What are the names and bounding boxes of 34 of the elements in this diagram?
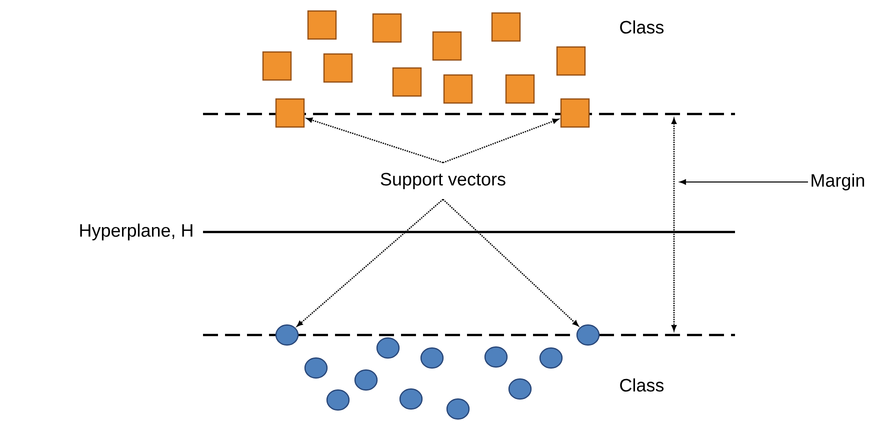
data-circle [354, 369, 378, 391]
text-label: Margin [812, 174, 864, 190]
data-square [505, 74, 535, 104]
pointer-arrow [306, 118, 444, 164]
pointer-arrow [442, 118, 559, 164]
data-square [443, 74, 473, 104]
text-label: Hyperplane, H [80, 224, 192, 240]
text-label: Class [620, 378, 664, 392]
pointer-arrow [442, 198, 579, 326]
data-square [275, 98, 305, 128]
data-circle [576, 324, 600, 346]
data-square [392, 67, 422, 97]
data-square [262, 51, 292, 81]
data-square [323, 53, 353, 83]
data-circle [399, 388, 423, 410]
data-circle [484, 346, 508, 368]
text-label: Class [620, 20, 664, 34]
text-label: Support vectors [380, 172, 506, 190]
data-circle [420, 347, 444, 369]
data-square [560, 98, 590, 128]
data-square [556, 46, 586, 76]
data-square [491, 12, 521, 42]
data-circle [446, 398, 470, 420]
data-circle [376, 337, 400, 359]
data-circle [508, 378, 532, 400]
data-circle [275, 324, 299, 346]
data-circle [304, 357, 328, 379]
pointer-arrow [296, 198, 444, 327]
data-square [372, 13, 402, 43]
data-square [432, 31, 462, 61]
data-circle [539, 347, 563, 369]
data-square [307, 10, 337, 40]
data-circle [326, 389, 350, 411]
leader-arrow [680, 179, 808, 185]
